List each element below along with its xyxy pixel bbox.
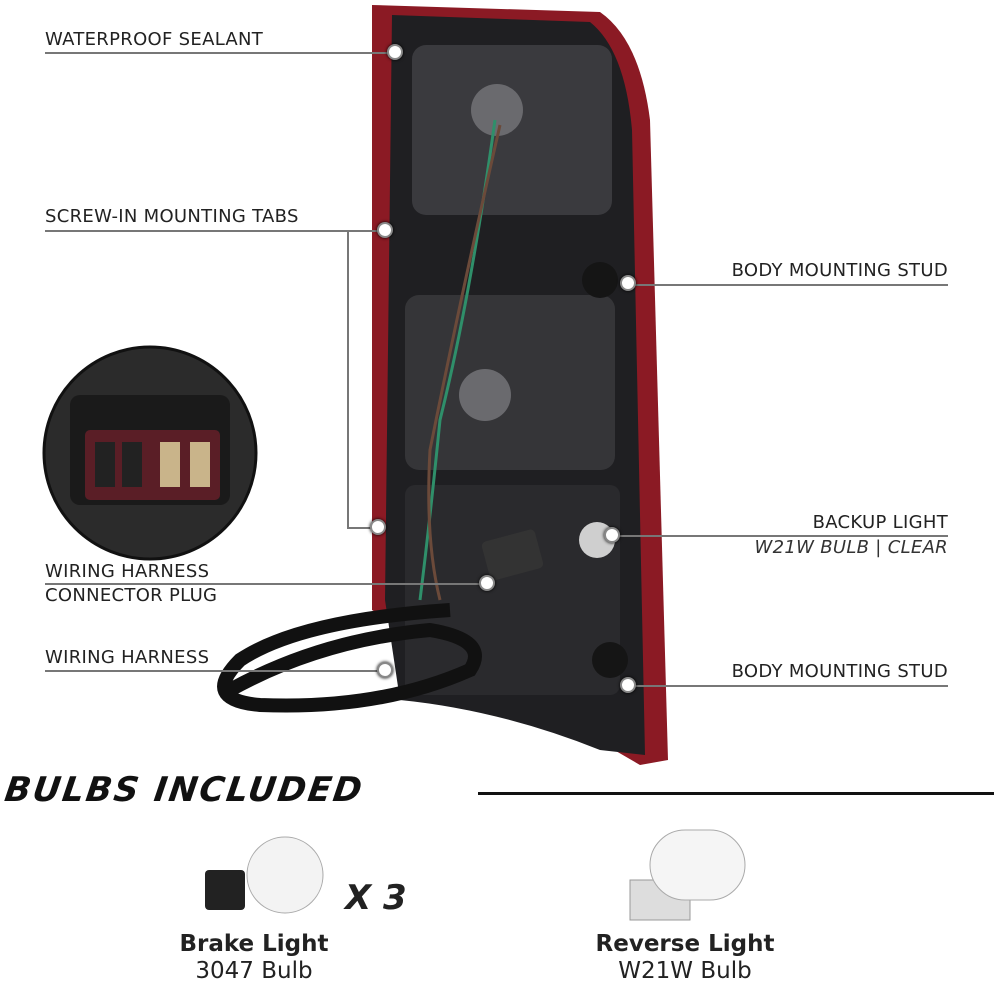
stud-top bbox=[582, 262, 618, 298]
brake-bulb-image bbox=[205, 836, 324, 914]
label-connector-2: CONNECTOR PLUG bbox=[45, 585, 218, 606]
callout-line bbox=[347, 230, 349, 528]
brake-quantity: X 3 bbox=[345, 878, 407, 918]
label-mounting-tabs: SCREW-IN MOUNTING TABS bbox=[45, 206, 299, 227]
bulbs-heading: BULBS INCLUDED bbox=[2, 770, 367, 810]
reverse-bulb-name: Reverse Light bbox=[595, 931, 775, 957]
callout-dot bbox=[620, 677, 636, 693]
callout-line bbox=[628, 284, 948, 286]
upper-socket bbox=[471, 84, 523, 136]
brake-bulb-type: 3047 Bulb bbox=[195, 958, 313, 984]
label-wiring-harness: WIRING HARNESS bbox=[45, 647, 210, 668]
middle-socket bbox=[459, 369, 511, 421]
callout-line bbox=[612, 535, 948, 537]
heading-rule bbox=[478, 792, 994, 795]
wire-brown bbox=[427, 124, 502, 601]
callout-dot bbox=[377, 222, 393, 238]
callout-dot bbox=[370, 519, 386, 535]
callout-line bbox=[45, 670, 385, 672]
callout-line bbox=[628, 685, 948, 687]
callout-line bbox=[45, 230, 385, 232]
stud-bottom bbox=[592, 642, 628, 678]
label-waterproof-sealant: WATERPROOF SEALANT bbox=[45, 29, 264, 50]
callout-line bbox=[347, 527, 377, 529]
callout-line bbox=[45, 583, 487, 585]
label-backup-light: BACKUP LIGHT bbox=[812, 512, 948, 533]
label-connector-1: WIRING HARNESS bbox=[45, 561, 210, 582]
reverse-bulb-type: W21W Bulb bbox=[618, 958, 752, 984]
connector-plug bbox=[481, 529, 544, 581]
label-body-stud-top: BODY MOUNTING STUD bbox=[731, 260, 948, 281]
callout-dot bbox=[620, 275, 636, 291]
callout-dot bbox=[479, 575, 495, 591]
label-backup-light-sub: W21W BULB | CLEAR bbox=[754, 537, 948, 558]
callout-dot bbox=[604, 527, 620, 543]
reverse-bulb-image bbox=[629, 829, 746, 921]
brake-bulb-name: Brake Light bbox=[179, 931, 329, 957]
wiring-harness-coil bbox=[217, 603, 482, 713]
callout-line bbox=[45, 52, 395, 54]
callout-dot bbox=[387, 44, 403, 60]
callout-dot bbox=[377, 662, 393, 678]
label-body-stud-bottom: BODY MOUNTING STUD bbox=[731, 661, 948, 682]
